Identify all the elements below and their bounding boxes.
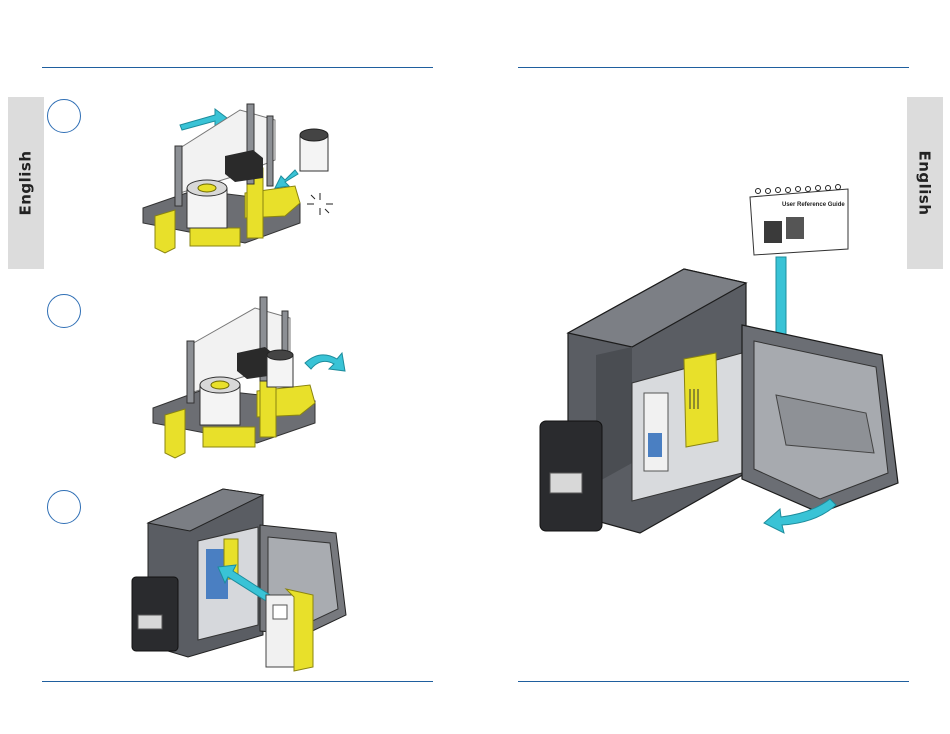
arrow-icon bbox=[275, 170, 298, 188]
right-page-illustration: User Reference Guide bbox=[536, 183, 901, 553]
step-1-marker bbox=[47, 99, 81, 133]
step-2-illustration bbox=[145, 293, 350, 468]
step-1-illustration bbox=[135, 98, 345, 263]
booklet-title: User Reference Guide bbox=[782, 202, 845, 208]
side-tab-right-label: English bbox=[916, 150, 934, 215]
user-reference-guide-booklet: User Reference Guide bbox=[750, 185, 848, 256]
side-tab-left: English bbox=[8, 97, 44, 269]
rotate-arrow-icon bbox=[305, 353, 345, 371]
step-3-illustration bbox=[128, 485, 353, 680]
side-tab-right: English bbox=[907, 97, 943, 269]
side-tab-left-label: English bbox=[17, 150, 35, 215]
bottom-rule-right bbox=[518, 681, 909, 682]
bottom-rule-left bbox=[42, 681, 433, 682]
top-rule-left bbox=[42, 67, 433, 68]
top-rule-right bbox=[518, 67, 909, 68]
step-2-marker bbox=[47, 294, 81, 328]
step-3-marker bbox=[47, 490, 81, 524]
